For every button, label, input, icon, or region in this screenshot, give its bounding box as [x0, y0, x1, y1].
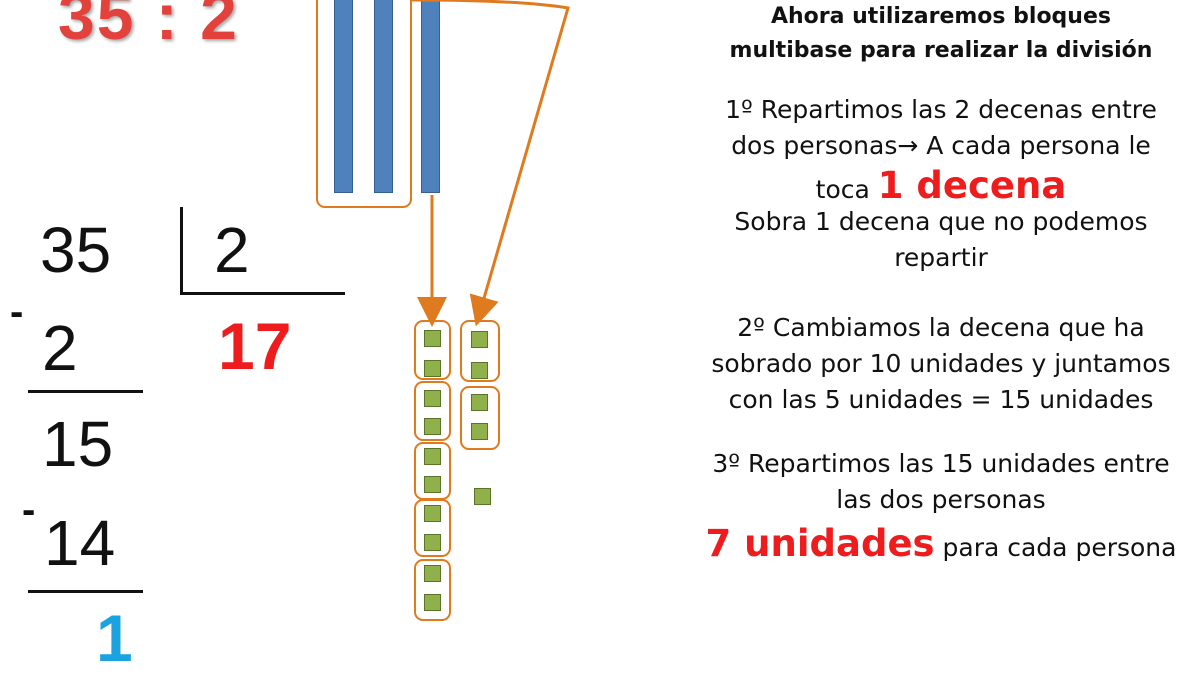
- step3-suffix: para cada persona: [934, 533, 1177, 562]
- unit-cube: [474, 488, 491, 505]
- unit-cube: [424, 534, 441, 551]
- step2-line-3: con las 5 unidades = 15 unidades: [728, 385, 1154, 414]
- unit-cube: [471, 331, 488, 348]
- step1-line-1: 1º Repartimos las 2 decenas entre: [725, 95, 1157, 124]
- step1-line-5: repartir: [894, 243, 988, 272]
- step2-line-1: 2º Cambiamos la decena que ha: [737, 313, 1145, 342]
- step1-line-2: dos personas→ A cada persona le: [731, 131, 1151, 160]
- step3-line-1: 3º Repartimos las 15 unidades entre: [712, 449, 1170, 478]
- arrows-layer: [411, 0, 570, 327]
- step1-highlight: 1 decena: [877, 164, 1067, 207]
- unit-cube: [471, 362, 488, 379]
- step3-highlight: 7 unidades: [705, 522, 935, 565]
- unit-cube: [424, 360, 441, 377]
- group-outline-pair: [460, 386, 500, 450]
- group-outline-pair: [414, 320, 451, 380]
- group-outline-two-tens: [316, 0, 412, 208]
- group-outline-pair: [460, 320, 500, 382]
- unit-cube: [424, 594, 441, 611]
- unit-cube: [471, 423, 488, 440]
- ten-rod: [421, 0, 440, 193]
- unit-cube: [424, 330, 441, 347]
- subtrahend-1: 2: [42, 312, 78, 384]
- group-outline-pair: [414, 381, 451, 441]
- divisor: 2: [214, 214, 250, 286]
- ten-rod: [334, 0, 353, 193]
- panel-title-line-1: Ahora utilizaremos bloques: [770, 4, 1111, 29]
- partial-result: 15: [42, 408, 114, 480]
- arrow-units-to-right: [411, 0, 570, 327]
- unit-cube: [424, 476, 441, 493]
- unit-cube: [471, 394, 488, 411]
- step3-line-2: las dos personas: [836, 485, 1046, 514]
- dividend: 35: [40, 214, 112, 286]
- subtrahend-2: 14: [44, 507, 116, 579]
- unit-cube: [424, 448, 441, 465]
- step1-line-4: Sobra 1 decena que no podemos: [734, 207, 1148, 236]
- subtraction-line-2: [28, 590, 143, 593]
- unit-cube: [424, 390, 441, 407]
- division-bracket-vertical: [180, 207, 183, 295]
- problem-title: 35 : 2: [58, 0, 239, 53]
- ten-rod: [374, 0, 393, 193]
- unit-cube: [424, 565, 441, 582]
- step2-line-2: sobrado por 10 unidades y juntamos: [711, 349, 1171, 378]
- unit-cube: [424, 418, 441, 435]
- explanation-panel: Ahora utilizaremos bloques multibase par…: [700, 0, 1182, 566]
- step1-line-3: toca 1 decena: [700, 167, 1182, 208]
- division-bracket-horizontal: [180, 292, 345, 295]
- group-outline-pair: [414, 499, 451, 557]
- group-outline-pair: [414, 559, 451, 621]
- panel-title-line-2: multibase para realizar la división: [729, 38, 1153, 63]
- minus-sign-2: -: [22, 488, 36, 532]
- unit-cube: [424, 505, 441, 522]
- minus-sign-1: -: [10, 290, 24, 334]
- quotient: 17: [218, 309, 292, 383]
- step1-prefix: toca: [815, 175, 878, 204]
- step3-line-3: 7 unidades para cada persona: [700, 525, 1182, 566]
- subtraction-line-1: [28, 390, 143, 393]
